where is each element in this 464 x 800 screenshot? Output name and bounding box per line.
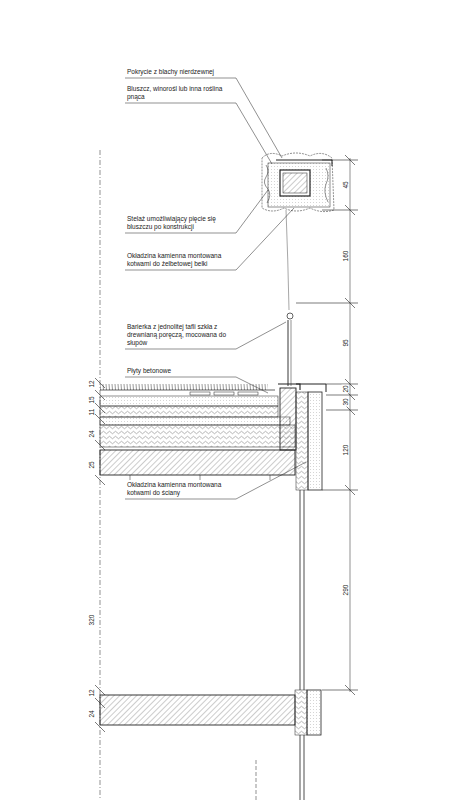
- callout-label: Okładzina kamienna montowana kotwami do …: [127, 481, 239, 497]
- dimension-value: 24: [88, 709, 95, 718]
- dimension-value: 45: [342, 180, 349, 189]
- dimension-value: 160: [342, 250, 349, 263]
- dimension-value: 320: [88, 614, 95, 627]
- callout-label: Płyty betonowe: [127, 367, 237, 375]
- dimension-value: 120: [342, 444, 349, 457]
- dimension-value: 12: [88, 379, 95, 388]
- dimension-value: 11: [88, 408, 95, 417]
- dimension-value: 20: [342, 384, 349, 393]
- dimension-value: 290: [342, 584, 349, 597]
- callout-label: Barierka z jednolitej tafli szkła z drew…: [127, 323, 235, 347]
- callout-label: Pokrycie z blachy nierdzewnej: [127, 68, 237, 76]
- dimension-value: 30: [342, 397, 349, 406]
- callout-label: Okładzina kamienna montowana kotwami do …: [127, 252, 237, 268]
- callout-label: Stelaż umożliwiający pięcie się bluszczu…: [127, 215, 237, 231]
- callout-label: Bluszcz, winorośl lub inna roślina pnąca: [127, 85, 227, 101]
- dimension-value: 95: [342, 338, 349, 347]
- dimension-value: 12: [88, 688, 95, 697]
- dimension-value: 24: [88, 429, 95, 438]
- dimension-value: 15: [88, 395, 95, 404]
- dimension-value: 25: [88, 460, 95, 469]
